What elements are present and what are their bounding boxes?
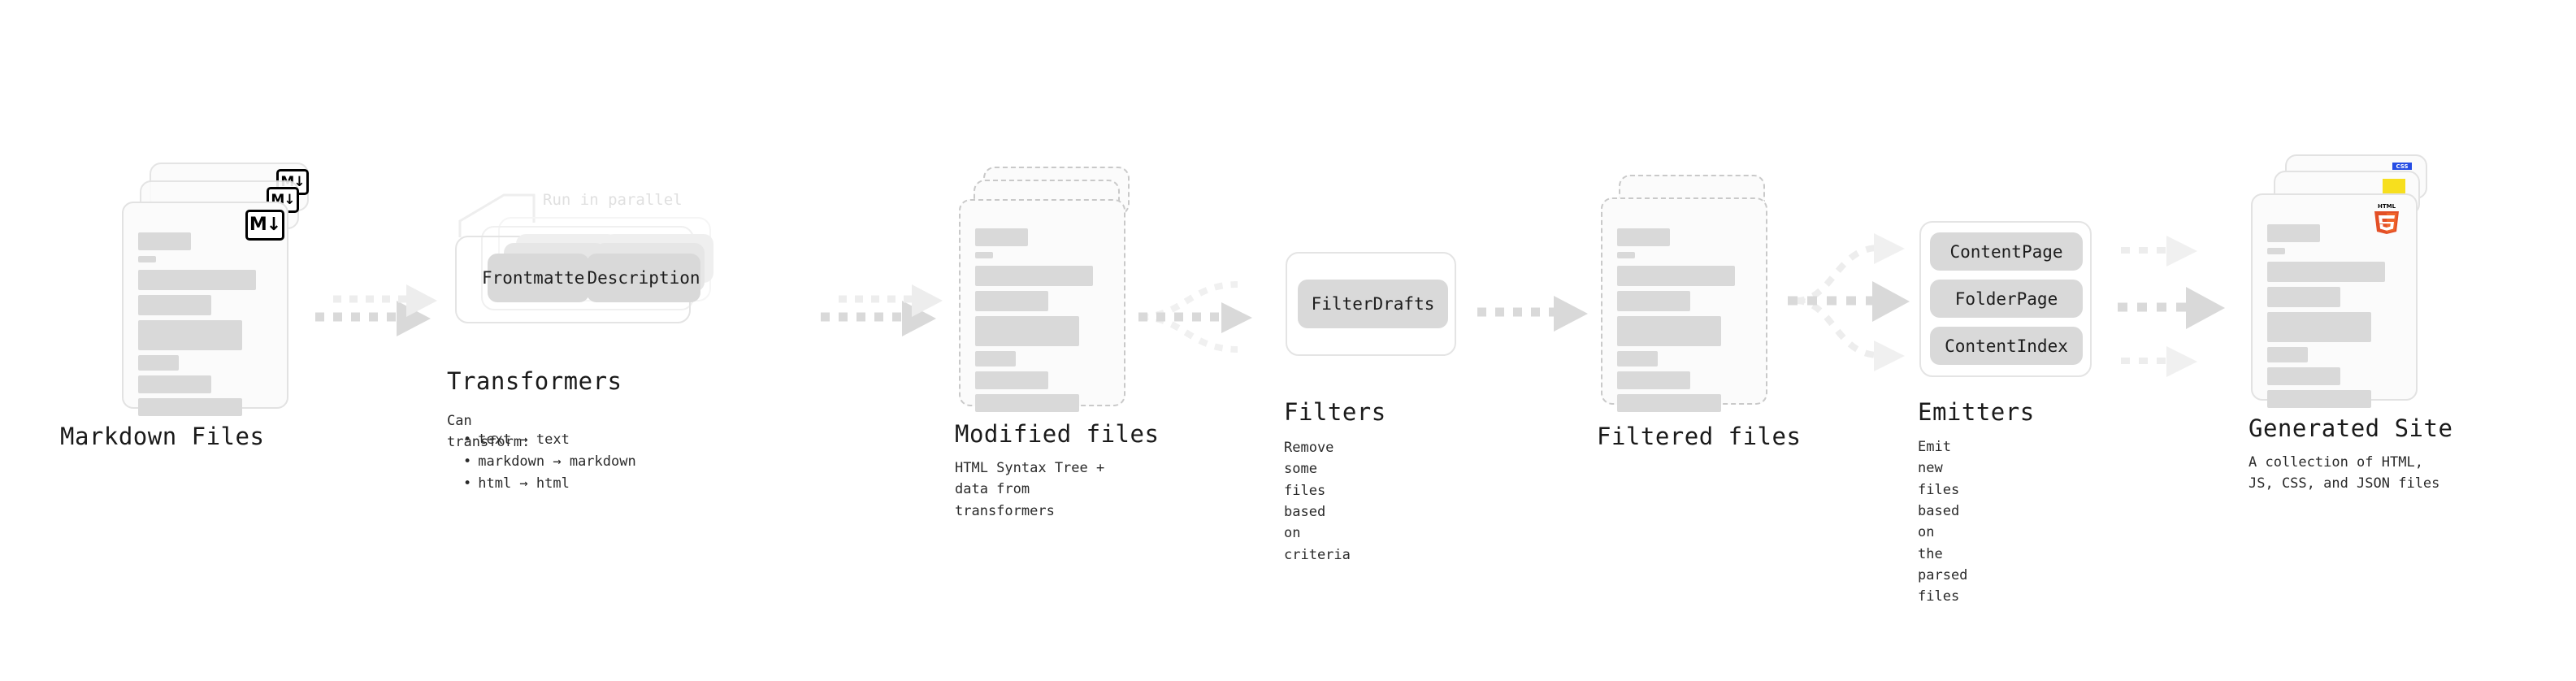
transform-item: markdown → markdown: [463, 451, 635, 473]
filters-box: [1286, 252, 1456, 356]
stage-title-modified-files: Modified files: [955, 420, 1160, 448]
modified-card-front: [959, 199, 1125, 412]
stage-filtered-files: Filtered files: [1597, 175, 1801, 450]
generated-site-stack: CSS HTML: [2251, 154, 2446, 408]
skeleton-line: [2267, 367, 2340, 385]
skeleton-line: [975, 291, 1048, 311]
stage-title-filters: Filters: [1284, 398, 1386, 426]
skeleton-line: [975, 316, 1079, 346]
transform-item: text → text: [463, 429, 636, 451]
skeleton-line: [2267, 224, 2320, 242]
skeleton-line: [2267, 347, 2308, 362]
emitter-pill-folderpage[interactable]: FolderPage: [1930, 280, 2083, 318]
markdown-file-stack: M↓ M↓ M↓: [122, 163, 309, 416]
filtered-card-front: [1601, 197, 1767, 412]
arrow-filtered-to-emitters: [1788, 233, 1910, 371]
skeleton-line: [975, 266, 1093, 286]
skeleton-line: [2267, 312, 2371, 342]
emitter-pill-contentpage[interactable]: ContentPage: [1930, 232, 2083, 271]
arrow-markdown-to-transformers: [315, 284, 437, 336]
skeleton-line: [975, 252, 993, 258]
filtered-file-stack: [1601, 175, 1776, 419]
css-icon: CSS: [2392, 163, 2412, 170]
stage-title-filtered-files: Filtered files: [1597, 423, 1802, 450]
stage-title-markdown-files: Markdown Files: [60, 423, 265, 450]
arrow-transformers-to-modified: [821, 284, 943, 336]
stage-markdown-files: M↓ M↓ M↓ Markdown Files: [60, 163, 309, 450]
filters-desc: Remove some files based on criteria: [1284, 440, 1351, 563]
generated-site-desc: A collection of HTML, JS, CSS, and JSON …: [2249, 454, 2440, 492]
skeleton-line: [138, 270, 256, 290]
arrow-emitters-to-site: [2118, 236, 2225, 377]
markdown-icon-front: M↓: [245, 210, 284, 241]
stage-title-emitters: Emitters: [1918, 398, 2035, 426]
transformers-transform-list: text → text markdown → markdown html → h…: [450, 429, 636, 496]
run-in-parallel-bracket: [458, 193, 536, 237]
skeleton-line: [138, 375, 211, 393]
arrow-filters-to-filtered: [1477, 296, 1588, 332]
run-in-parallel-label: Run in parallel: [543, 191, 683, 209]
skeleton-line: [1617, 371, 1690, 389]
skeleton-line: [975, 394, 1079, 412]
svg-text:HTML: HTML: [2378, 203, 2396, 210]
skeleton-line: [138, 295, 211, 315]
stage-title-generated-site: Generated Site: [2249, 414, 2453, 442]
transformer-pill-description[interactable]: Description: [587, 254, 700, 302]
js-icon: [2383, 179, 2405, 193]
skeleton-line: [1617, 266, 1735, 286]
skeleton-line: [975, 371, 1048, 389]
transformer-pill-frontmatter[interactable]: Frontmatter: [482, 254, 595, 302]
skeleton-line: [138, 320, 242, 350]
skeleton-line: [975, 351, 1016, 367]
skeleton-line: [2267, 287, 2340, 307]
skeleton-line: [2267, 262, 2385, 282]
stage-title-transformers: Transformers: [447, 367, 622, 395]
skeleton-line: [1617, 252, 1635, 258]
emitter-pill-contentindex[interactable]: ContentIndex: [1930, 327, 2083, 365]
skeleton-line: [1617, 291, 1690, 311]
skeleton-line: [1617, 316, 1721, 346]
filter-pill-filterdrafts[interactable]: FilterDrafts: [1298, 280, 1448, 328]
skeleton-line: [1617, 394, 1721, 412]
stage-generated-site: CSS HTML Generated Site A collection of …: [2249, 154, 2452, 492]
emitters-box: [1919, 221, 2092, 377]
transform-item: html → html: [463, 473, 636, 495]
skeleton-line: [138, 232, 191, 250]
stage-modified-files: Modified files HTML Syntax Tree + data f…: [955, 167, 1159, 519]
skeleton-line: [138, 355, 179, 371]
skeleton-line: [2267, 248, 2285, 254]
skeleton-line: [1617, 228, 1670, 246]
emitters-desc: Emit new files based on the parsed files: [1918, 439, 1968, 605]
skeleton-line: [1617, 351, 1658, 367]
modified-files-desc: HTML Syntax Tree + data from transformer…: [955, 460, 1105, 519]
html5-icon: HTML: [2374, 203, 2399, 234]
skeleton-line: [138, 256, 156, 262]
modified-file-stack: [959, 167, 1134, 412]
arrow-modified-to-filters: [1138, 281, 1252, 353]
skeleton-line: [975, 228, 1028, 246]
skeleton-line: [2267, 390, 2371, 408]
skeleton-line: [138, 398, 242, 416]
